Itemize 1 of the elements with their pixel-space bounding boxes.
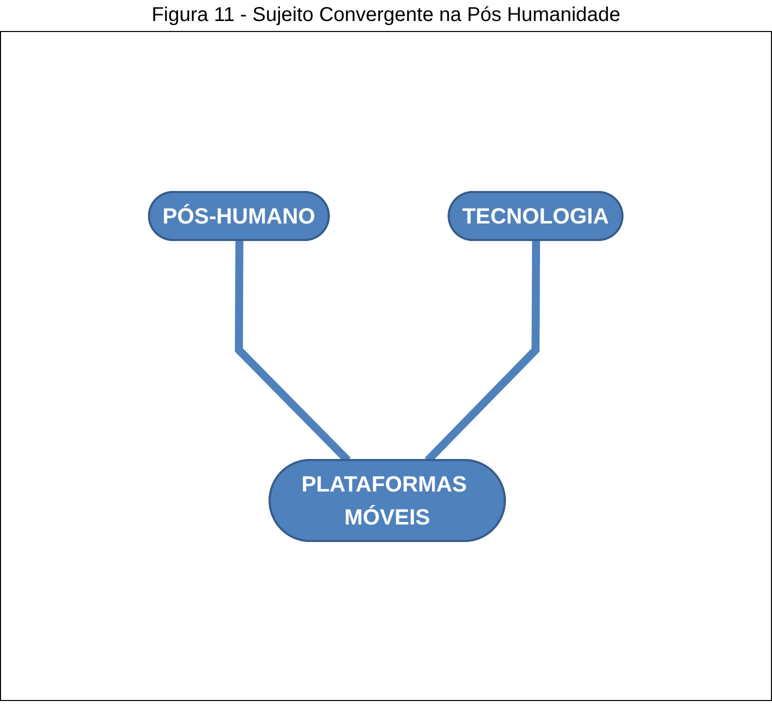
- figure-title: Figura 11 - Sujeito Convergente na Pós Humanidade: [150, 4, 622, 27]
